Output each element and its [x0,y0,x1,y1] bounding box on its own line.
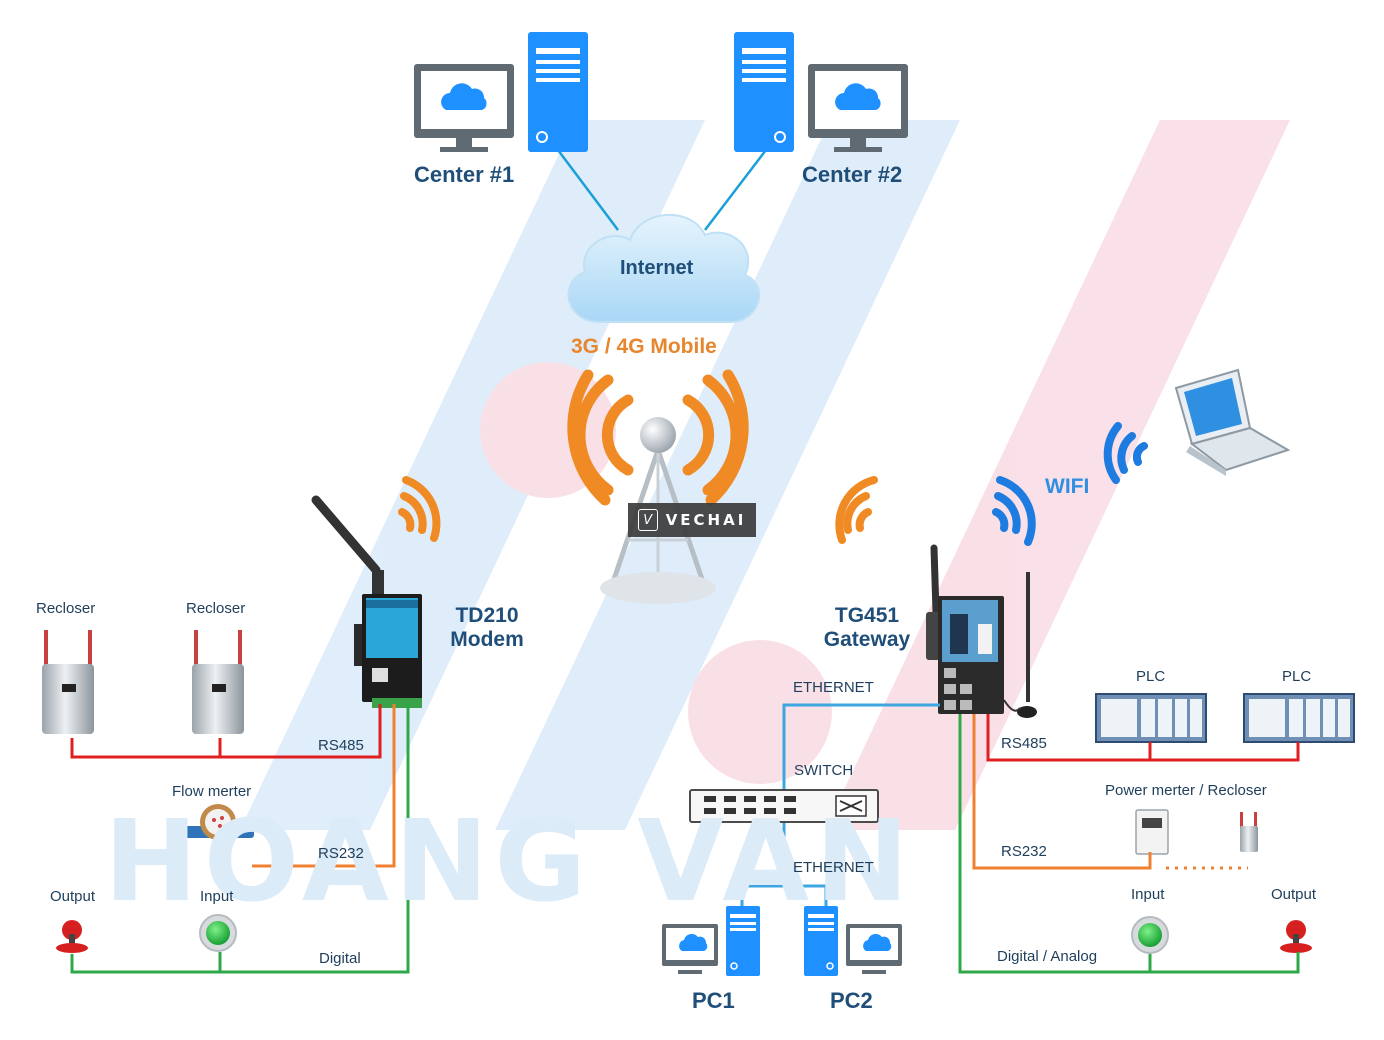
pc1-server-icon [726,906,760,976]
ethernet-top-wire [782,703,940,792]
left-rs485-label: RS485 [318,737,364,754]
center1-label: Center #1 [414,162,515,187]
laptop-icon [1174,368,1291,476]
right-input-button-icon [1131,916,1169,954]
center2-monitor-icon [808,64,908,152]
vechai-logo-name: VECHAI [665,511,747,529]
left-rs232-label: RS232 [318,845,364,862]
left-rs232-wire [252,704,396,868]
mobile-network-label: 3G / 4G Mobile [571,335,717,358]
center2-server-icon [734,32,794,152]
center1-internet-link [557,149,619,231]
right-output-label: Output [1271,886,1317,903]
pc2-server-icon [804,906,838,976]
pc2-monitor-icon [846,924,902,974]
right-output-indicator-icon [1280,920,1312,953]
plc-1-label: PLC [1136,668,1166,685]
tg451-name: TG451 [834,604,900,627]
right-rs232-wire [972,714,1152,870]
right-rs232-label: RS232 [1001,843,1047,860]
watermark-text: HOANG VAN [104,797,915,927]
wifi-label: WIFI [1045,475,1090,498]
switch-label: SWITCH [794,762,854,779]
right-digital-wire [958,714,1300,974]
plc-2-icon [1243,693,1355,743]
center2-internet-link [704,149,767,231]
plc-1-icon [1095,693,1207,743]
tg451-gateway-icon [926,544,1037,718]
td210-signal-icon [398,476,441,542]
tower-signal-waves-icon [567,369,749,506]
recloser-2-icon [192,630,244,734]
center1-server-icon [528,32,588,152]
tg451-signal-icon [835,476,878,544]
laptop-wifi-icon [1103,422,1148,484]
recloser-1-label: Recloser [36,600,96,617]
flow-meter-label: Flow merter [172,783,252,800]
left-input-label: Input [200,888,234,905]
flow-meter-icon [182,804,254,840]
td210-type: Modem [450,628,524,651]
tg451-wifi-icon [992,476,1036,546]
center1-monitor-icon [414,64,514,152]
vechai-logo-mark: V [637,509,658,531]
right-rs485-label: RS485 [1001,735,1047,752]
right-rs485-wire [986,714,1300,762]
td210-label: TD210 Modem [444,604,530,652]
power-meter-icon [1135,809,1169,855]
tg451-type: Gateway [823,628,911,651]
left-digital-wire [70,704,410,974]
ethernet-bottom-wire [740,822,828,910]
center2-label: Center #2 [802,162,903,187]
pc1-label: PC1 [692,988,735,1013]
ethernet-bottom-label: ETHERNET [793,859,874,876]
td210-name: TD210 [455,604,519,627]
network-switch-icon [689,789,879,823]
pc2-label: PC2 [830,988,873,1013]
left-digital-label: Digital [319,950,361,967]
right-input-label: Input [1131,886,1165,903]
internet-label: Internet [620,257,694,279]
td210-modem-icon [311,495,422,708]
power-meter-label: Power merter / Recloser [1105,782,1267,799]
right-digital-label: Digital / Analog [997,948,1098,965]
left-rs485-wire [70,704,382,759]
internet-cloud-icon [567,213,761,323]
ethernet-top-label: ETHERNET [793,679,874,696]
left-output-label: Output [50,888,96,905]
recloser-2-label: Recloser [186,600,246,617]
plc-2-label: PLC [1282,668,1312,685]
pc1-monitor-icon [662,924,718,974]
small-recloser-icon [1240,812,1258,852]
recloser-1-icon [42,630,94,734]
left-output-indicator-icon [56,920,88,953]
tg451-label: TG451 Gateway [816,604,918,652]
left-input-button-icon [199,914,237,952]
vechai-logo: V VECHAI [628,503,756,537]
